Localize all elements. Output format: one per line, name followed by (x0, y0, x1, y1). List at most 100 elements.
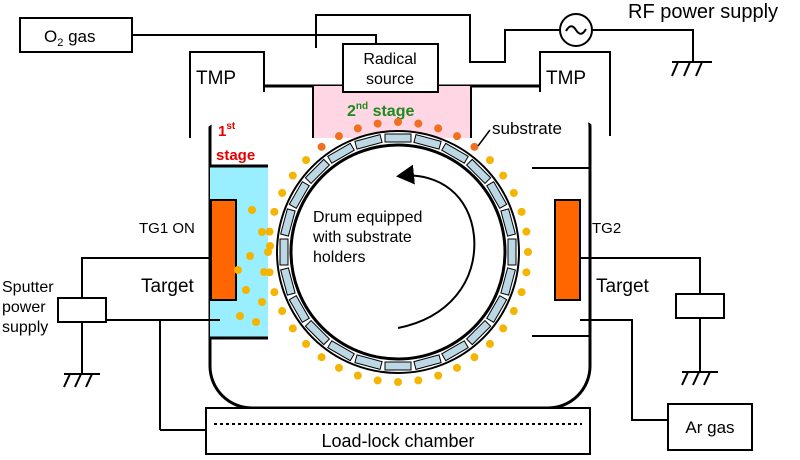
substrate-holder (304, 319, 331, 346)
drum-label-line2: with substrate (312, 229, 412, 246)
o2-gas-label: O2 gas (44, 27, 96, 49)
ground-icon (63, 373, 100, 388)
sputtered-particle-dot (242, 286, 250, 294)
sputtered-particle-dot (353, 371, 362, 380)
sputtered-particle-dot (302, 339, 311, 348)
radical-source-box (342, 43, 439, 93)
o2-gas-box (19, 17, 133, 53)
tmp-left-pump (189, 51, 265, 138)
substrate-holder (413, 354, 442, 370)
sputtered-particle-dot (517, 207, 526, 216)
substrate-label: substrate (492, 119, 562, 138)
drum (234, 118, 532, 386)
sputtered-particle-dot (234, 266, 242, 274)
substrate-holder (507, 238, 517, 266)
rf-power-supply-label: RF power supply (628, 1, 778, 23)
drum-label-line3: holders (313, 249, 365, 266)
sputter-left-ground-line (81, 320, 161, 374)
substrate-holder (500, 267, 516, 296)
oxygen-radical-dot (414, 119, 423, 128)
oxygen-radical-dot (453, 132, 462, 141)
ground-icon (671, 61, 712, 77)
sputtered-particle-dot (509, 188, 518, 197)
substrate-holder (280, 267, 296, 296)
sputtered-particle-dot (252, 318, 260, 326)
ac-wave (565, 25, 587, 35)
oxygen-radical-dot (434, 124, 443, 133)
substrate-holder (465, 319, 492, 346)
tmp-right-label: TMP (546, 68, 586, 89)
load-lock-label: Load-lock chamber (321, 431, 474, 451)
target-right-label: Target (596, 276, 650, 297)
o2-gas-line (132, 34, 377, 48)
ground-icon (681, 371, 718, 386)
substrate-holder (288, 295, 310, 323)
sputtered-particle-dot (509, 307, 518, 316)
oxygen-radical-dot (470, 142, 479, 151)
substrate-holder (486, 181, 508, 209)
oxygen-radical-dot (353, 124, 362, 133)
substrate-holder (486, 295, 508, 323)
oxygen-radical-dot (373, 119, 382, 128)
substrate-holder (500, 208, 516, 237)
sputtered-particle-dot (499, 324, 508, 333)
sputtered-particle-dot (270, 207, 279, 216)
sputtered-particle-dot (270, 288, 279, 297)
tg2-label: TG2 (592, 220, 621, 237)
sputter-right-wiring (580, 257, 701, 421)
sputtered-particle-dot (302, 156, 311, 165)
sputtered-particle-dot (524, 248, 532, 256)
target-left-label: Target (141, 276, 195, 297)
sputtered-particle-dot (258, 298, 266, 306)
sputtered-particle-dot (485, 156, 494, 165)
substrate-holder (354, 354, 383, 370)
target-right (554, 199, 581, 301)
tg1-label: TG1 ON (139, 220, 195, 237)
substrate-holder (327, 340, 355, 362)
drum-label-line1: Drum equipped (313, 209, 422, 226)
substrate-holder (288, 181, 310, 209)
ar-gas-box (667, 403, 753, 451)
sputtered-particle-dot (288, 324, 297, 333)
second-stage-zone (313, 86, 471, 138)
tmp-left-label: TMP (196, 68, 236, 89)
sputtered-particle-dot (499, 171, 508, 180)
substrate-holder (279, 238, 289, 266)
first-stage-word: stage (216, 147, 255, 164)
drum-inner-ring (289, 143, 507, 361)
sputter-power-supply-label-2: power (2, 299, 46, 316)
sputter-power-supply-label-3: supply (2, 319, 48, 336)
oxygen-radical-dot (334, 132, 343, 141)
sputtered-particle-dot (265, 227, 274, 236)
substrate-holder (327, 142, 355, 164)
radical-source-label-line2: source (366, 71, 414, 88)
sputtered-particle-dot (236, 312, 244, 320)
sputtered-particle-dot (414, 376, 423, 385)
sputter-right-supply-box (675, 293, 725, 319)
substrate-holder (304, 158, 331, 185)
sputtered-particle-dot (278, 307, 287, 316)
sputtered-particle-dot (373, 376, 382, 385)
sputtered-particle-dot (470, 353, 479, 362)
sputtered-particle-dot (266, 242, 274, 250)
sputtered-particle-dot (288, 171, 297, 180)
sputter-power-supply-label-1: Sputter (2, 279, 54, 296)
substrate-pointer (477, 129, 491, 147)
radical-source-label-line1: Radical (363, 51, 416, 68)
radical-source-rf-line-top (315, 14, 560, 63)
sputtered-particle-dot (278, 188, 287, 197)
sputtered-particle-dot (248, 206, 256, 214)
sputtered-particle-dot (246, 252, 254, 260)
sputtered-particle-dot (260, 268, 268, 276)
rf-ground-line (592, 29, 694, 62)
second-stage-label: 2nd stage (347, 101, 414, 120)
oxygen-radical-dot (394, 118, 402, 126)
sputtered-particle-dot (434, 371, 443, 380)
substrate-holder (280, 208, 296, 237)
ar-gas-label: Ar gas (685, 418, 734, 437)
sputtered-particle-dot (258, 228, 266, 236)
target-left (210, 199, 237, 301)
first-stage-label: 1st (218, 121, 236, 140)
sputtered-particle-dot (394, 378, 402, 386)
